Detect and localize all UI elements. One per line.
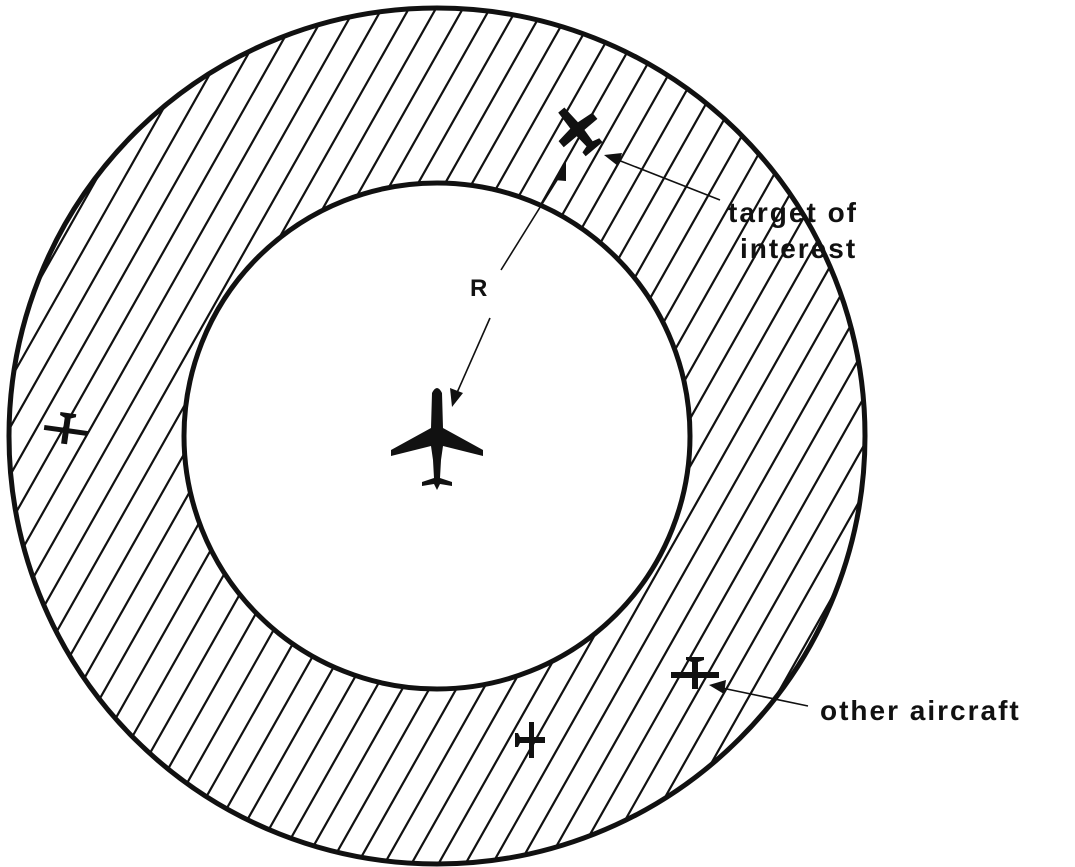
hatch-line bbox=[471, 8, 865, 864]
hatch-line bbox=[958, 0, 1075, 867]
hatch-line bbox=[336, 8, 858, 864]
hatch-line bbox=[9, 8, 426, 864]
hatch-line bbox=[9, 8, 345, 864]
hatch-line bbox=[877, 0, 1075, 867]
inner-ring bbox=[181, 180, 693, 692]
hatch-line bbox=[849, 8, 865, 864]
hatch-line bbox=[904, 0, 1075, 867]
other-aircraft-icon bbox=[671, 657, 719, 689]
hatch-line bbox=[768, 8, 865, 864]
range-arrow bbox=[450, 160, 566, 407]
hatch-line bbox=[552, 8, 865, 864]
hatch-line bbox=[606, 8, 865, 864]
target-label-line1: target of bbox=[728, 197, 858, 228]
hatch-line bbox=[525, 8, 865, 864]
hatch-line bbox=[741, 8, 865, 864]
hatch-line bbox=[931, 0, 1075, 867]
range-label: R bbox=[470, 275, 489, 302]
other-aircraft-label: other aircraft bbox=[820, 695, 1021, 726]
hatch-line bbox=[1066, 0, 1075, 867]
other-aircraft-icon bbox=[43, 412, 89, 445]
hatch-line bbox=[9, 8, 372, 864]
hatch-line bbox=[9, 8, 237, 864]
hatch-line bbox=[390, 8, 865, 864]
hatch-line bbox=[9, 8, 318, 864]
hatch-line bbox=[444, 8, 865, 864]
other-aircraft-icon bbox=[515, 722, 545, 758]
hatch-line bbox=[9, 8, 399, 864]
outer-ring bbox=[6, 5, 868, 867]
hatch-line bbox=[1039, 0, 1075, 867]
hatch-line bbox=[687, 8, 865, 864]
hatch-line bbox=[9, 8, 183, 864]
hatch-line bbox=[714, 8, 865, 864]
hatch-line bbox=[985, 0, 1075, 867]
hatch-line bbox=[498, 8, 865, 864]
hatch-line bbox=[9, 8, 264, 864]
other-arrow bbox=[709, 680, 809, 707]
hatch-line bbox=[633, 8, 865, 864]
hatch-line bbox=[1012, 0, 1075, 867]
target-arrow bbox=[604, 153, 721, 201]
own-aircraft-icon bbox=[391, 388, 483, 490]
hatch-line bbox=[795, 8, 865, 864]
hatch-line bbox=[9, 8, 291, 864]
hatch-line bbox=[417, 8, 865, 864]
target-label-line2: interest bbox=[740, 233, 857, 264]
hatch-line bbox=[579, 8, 865, 864]
target-aircraft-icon bbox=[558, 107, 603, 157]
hatch-line bbox=[660, 8, 865, 864]
hatch-line bbox=[822, 8, 865, 864]
